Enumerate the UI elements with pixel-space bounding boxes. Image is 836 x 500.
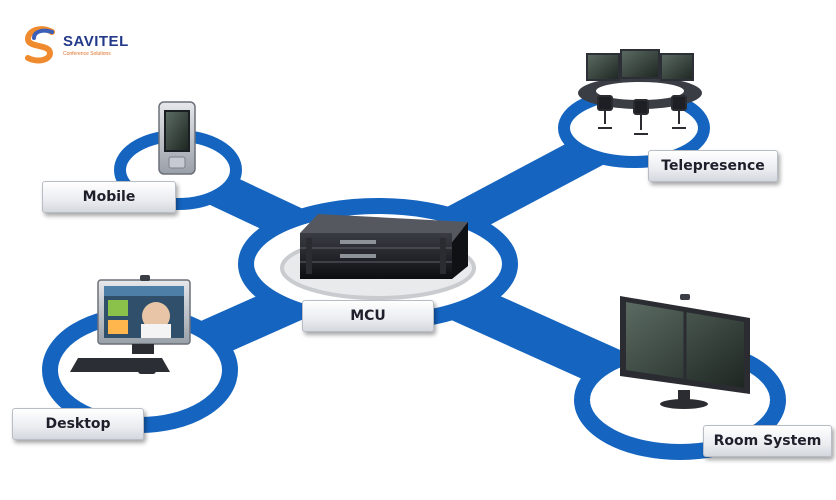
smartphone-icon xyxy=(158,101,196,175)
savitel-logo-icon xyxy=(24,26,55,64)
node-label-desktop: Desktop xyxy=(12,408,144,440)
node-label-telepresence: Telepresence xyxy=(648,150,778,182)
savitel-logo: SAVITEL Conference Solutions xyxy=(22,26,142,66)
dual-display-icon xyxy=(620,294,750,409)
brand-tagline: Conference Solutions xyxy=(63,51,111,57)
desktop-computer-icon xyxy=(70,275,191,374)
mcu-rack-icon xyxy=(300,214,468,279)
node-label-room-system: Room System xyxy=(703,425,832,457)
node-label-mobile: Mobile xyxy=(42,181,176,213)
node-label-mcu: MCU xyxy=(302,300,434,332)
brand-name: SAVITEL xyxy=(63,33,129,50)
telepresence-room-icon xyxy=(578,49,702,135)
